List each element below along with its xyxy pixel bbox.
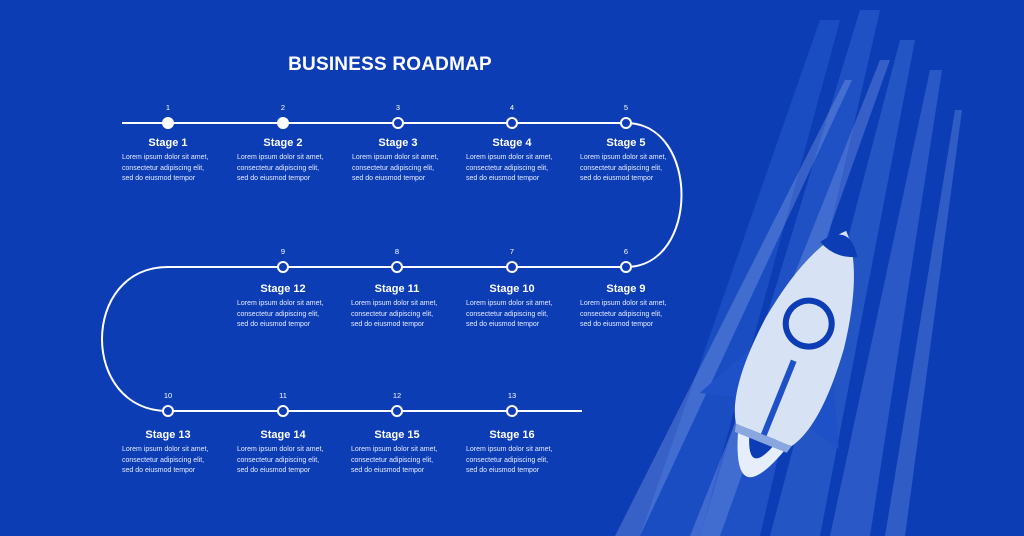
stage-title: Stage 1 [148, 137, 188, 149]
stage-description: Lorem ipsum dolor sit amet, [580, 154, 667, 161]
stage-title: Stage 14 [260, 429, 306, 441]
stage-description: sed do eiusmod tempor [122, 467, 196, 474]
stage-description: consectetur adipiscing elit, [237, 164, 320, 172]
stage-description: consectetur adipiscing elit, [237, 310, 320, 318]
stage-description: Lorem ipsum dolor sit amet, [466, 154, 553, 161]
stage-node [392, 117, 404, 129]
stage-number: 8 [394, 247, 400, 256]
stage-card: Stage 16 Lorem ipsum dolor sit amet, conse… [466, 429, 576, 477]
stage-number: 6 [623, 247, 629, 256]
stage-description: consectetur adipiscing elit, [122, 164, 205, 172]
stage-node [391, 405, 403, 417]
stage-description: consectetur adipiscing elit, [352, 164, 435, 172]
stage-description: sed do eiusmod tempor [466, 321, 540, 328]
stage-card: Stage 13 Lorem ipsum dolor sit amet, conse… [122, 429, 232, 477]
stage-description: consectetur adipiscing elit, [466, 164, 549, 172]
stage-description: Lorem ipsum dolor sit amet, [466, 446, 553, 453]
stage-title: Stage 16 [489, 429, 535, 441]
stage-description: consectetur adipiscing elit, [466, 456, 549, 464]
stage-node [162, 405, 174, 417]
stage-description: consectetur adipiscing elit, [351, 456, 434, 464]
stage-title: Stage 3 [378, 137, 418, 149]
stage-description: consectetur adipiscing elit, [466, 310, 549, 318]
stage-description: consectetur adipiscing elit, [580, 310, 663, 318]
stage-card: Stage 14 Lorem ipsum dolor sit amet, conse… [237, 429, 347, 477]
stage-title: Stage 5 [606, 137, 646, 149]
stage-description: Lorem ipsum dolor sit amet, [351, 300, 438, 307]
stage-description: Lorem ipsum dolor sit amet, [466, 300, 553, 307]
stage-description: sed do eiusmod tempor [466, 175, 540, 182]
stage-description: consectetur adipiscing elit, [237, 456, 320, 464]
stage-node [162, 117, 174, 129]
stage-card: Stage 4 Lorem ipsum dolor sit amet, consec… [466, 137, 576, 185]
stage-card: Stage 1 Lorem ipsum dolor sit amet, consec… [122, 137, 232, 185]
stage-description: sed do eiusmod tempor [237, 467, 311, 474]
stage-description: Lorem ipsum dolor sit amet, [352, 154, 439, 161]
stage-number: 13 [507, 391, 517, 400]
stage-card: Stage 12 Lorem ipsum dolor sit amet, conse… [237, 283, 347, 331]
stage-title: Stage 10 [489, 283, 535, 295]
stage-description: consectetur adipiscing elit, [580, 164, 663, 172]
stage-number: 3 [395, 103, 401, 112]
stage-description: sed do eiusmod tempor [352, 175, 426, 182]
stage-number: 1 [165, 103, 171, 112]
stage-node [506, 261, 518, 273]
stage-description: sed do eiusmod tempor [351, 321, 425, 328]
stage-node [506, 405, 518, 417]
stage-description: consectetur adipiscing elit, [351, 310, 434, 318]
stage-number: 12 [392, 391, 402, 400]
stage-number: 7 [509, 247, 515, 256]
stage-number: 5 [623, 103, 629, 112]
stage-description: Lorem ipsum dolor sit amet, [237, 154, 324, 161]
stage-number: 10 [163, 391, 173, 400]
speed-streaks [615, 10, 962, 536]
stage-node [620, 261, 632, 273]
stage-title: Stage 9 [606, 283, 646, 295]
stage-title: Stage 4 [492, 137, 532, 149]
stage-description: Lorem ipsum dolor sit amet, [237, 300, 324, 307]
stage-card: Stage 5 Lorem ipsum dolor sit amet, consec… [580, 137, 690, 185]
stage-description: sed do eiusmod tempor [237, 175, 311, 182]
stage-node [506, 117, 518, 129]
stage-title: Stage 11 [374, 283, 420, 295]
stage-title: Stage 15 [374, 429, 420, 441]
stage-card: Stage 2 Lorem ipsum dolor sit amet, consec… [237, 137, 347, 185]
stage-number: 11 [279, 391, 287, 400]
stage-node [620, 117, 632, 129]
stage-description: sed do eiusmod tempor [580, 175, 654, 182]
stage-card: Stage 15 Lorem ipsum dolor sit amet, conse… [351, 429, 461, 477]
stage-description: sed do eiusmod tempor [122, 175, 196, 182]
page-title: BUSINESS ROADMAP [288, 54, 492, 75]
stage-card: Stage 9 Lorem ipsum dolor sit amet, consec… [580, 283, 690, 331]
stage-description: Lorem ipsum dolor sit amet, [122, 154, 209, 161]
stage-description: sed do eiusmod tempor [580, 321, 654, 328]
stage-description: Lorem ipsum dolor sit amet, [122, 446, 209, 453]
stage-node [391, 261, 403, 273]
stage-node [277, 117, 289, 129]
stage-title: Stage 12 [260, 283, 306, 295]
stage-description: Lorem ipsum dolor sit amet, [580, 300, 667, 307]
rocket-illustration [699, 230, 858, 478]
stage-description: Lorem ipsum dolor sit amet, [351, 446, 438, 453]
stage-number: 2 [280, 103, 286, 112]
stage-description: sed do eiusmod tempor [466, 467, 540, 474]
stage-node [277, 405, 289, 417]
stage-number: 9 [280, 247, 286, 256]
stage-description: sed do eiusmod tempor [351, 467, 425, 474]
stage-card: Stage 3 Lorem ipsum dolor sit amet, consec… [352, 137, 462, 185]
stage-description: sed do eiusmod tempor [237, 321, 311, 328]
stage-description: Lorem ipsum dolor sit amet, [237, 446, 324, 453]
stage-number: 4 [509, 103, 515, 112]
stage-card: Stage 10 Lorem ipsum dolor sit amet, conse… [466, 283, 576, 331]
stage-title: Stage 2 [263, 137, 303, 149]
stage-node [277, 261, 289, 273]
stage-card: Stage 11 Lorem ipsum dolor sit amet, conse… [351, 283, 461, 331]
stage-title: Stage 13 [145, 429, 191, 441]
stage-description: consectetur adipiscing elit, [122, 456, 205, 464]
